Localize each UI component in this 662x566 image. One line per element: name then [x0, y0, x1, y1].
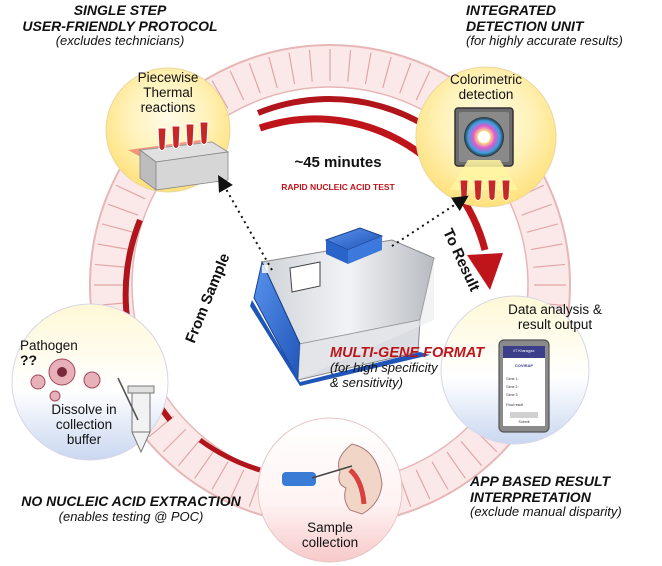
phone-row-1: Gene 1:	[506, 377, 518, 381]
pathogen-icon	[30, 358, 101, 402]
ring-tick	[101, 223, 134, 233]
ring-tick	[347, 49, 352, 82]
phone-button: Submit	[519, 420, 530, 424]
nasal-swab-icon	[282, 443, 383, 515]
phone-row-3: Gene 3:	[506, 393, 518, 397]
dissolve-label-3: buffer	[66, 432, 102, 448]
sample-label-2: collection	[301, 535, 359, 551]
feature-bottom-left-subtitle: (enables testing @ POC)	[58, 508, 204, 524]
heat-block-icon	[128, 121, 230, 191]
phone-result-label: Final result	[506, 403, 523, 407]
thermal-label-1: Piecewise	[137, 70, 199, 85]
ring-tick	[248, 63, 261, 94]
ring-tick	[288, 52, 296, 85]
ring-tick	[399, 63, 412, 94]
phone-brand: IIT Kharagpur	[513, 349, 535, 353]
ring-tick	[460, 440, 483, 467]
feature-middle-subtitle-2: & sensitivity)	[330, 374, 403, 390]
ring-tick	[431, 461, 449, 490]
dotted-arrow-left	[218, 175, 273, 271]
sample-label-1: Sample	[307, 520, 353, 535]
ring-tick	[415, 469, 431, 500]
phone-icon	[498, 339, 550, 433]
feature-top-left-title-1: SINGLE STEP	[73, 2, 167, 18]
ring-tick	[526, 223, 559, 233]
colorimetric-bubble	[415, 66, 557, 208]
phone-header: COVIRAP	[515, 363, 534, 368]
thermal-label-3: reactions	[140, 100, 196, 116]
ring-tick	[211, 80, 229, 109]
feature-bottom-left: NO NUCLEIC ACID EXTRACTION (enables test…	[0, 493, 262, 524]
dissolve-label-1: Dissolve in	[51, 402, 117, 417]
ring-tick	[177, 440, 200, 467]
feature-top-right-subtitle: (for highly accurate results)	[466, 33, 623, 49]
dotted-arrow-right	[391, 195, 469, 247]
detector-icon	[450, 107, 518, 201]
ring-tick	[533, 263, 566, 268]
thermal-bubble	[105, 67, 231, 193]
feature-bottom-right-subtitle: (exclude manual disparity)	[470, 504, 622, 520]
pathogen-question: ??	[20, 352, 38, 369]
ring-tick	[115, 184, 146, 200]
ring-tick	[97, 243, 130, 251]
ring-time-label: ~45 minutes	[294, 154, 381, 171]
feature-bottom-right: APP BASED RESULT INTERPRETATION (exclude…	[470, 473, 662, 520]
feature-top-right: INTEGRATED DETECTION UNIT (for highly ac…	[466, 2, 662, 49]
ring-tick	[211, 461, 229, 490]
feature-top-right-title-1: INTEGRATED	[466, 2, 556, 18]
ring-tick	[268, 56, 278, 89]
ring-tick	[162, 428, 187, 453]
collection-tube-icon	[117, 377, 155, 454]
ring-tick	[364, 52, 372, 85]
ring-tick	[94, 263, 127, 268]
data-analysis-label-2: result output	[517, 317, 593, 333]
ring-tick	[308, 49, 313, 82]
thermal-label: Piecewise Thermal reactions	[118, 70, 218, 115]
red-arc-segment-3	[198, 437, 261, 473]
data-analysis-label-1: Data analysis &	[508, 302, 602, 317]
sample-bubble	[257, 417, 403, 563]
data-bubble	[440, 295, 590, 445]
data-analysis-label: Data analysis & result output	[490, 302, 620, 332]
phone-row-2: Gene 2:	[506, 385, 518, 389]
ring-tick	[521, 203, 552, 216]
feature-top-left: SINGLE STEP USER-FRIENDLY PROTOCOL (excl…	[0, 2, 240, 49]
feature-top-right-title-2: DETECTION UNIT	[466, 17, 584, 34]
dissolve-label-2: collection	[55, 417, 113, 433]
feature-bottom-left-title: NO NUCLEIC ACID EXTRACTION	[21, 493, 241, 509]
ring-tick	[415, 70, 431, 101]
thermal-label-2: Thermal	[143, 85, 193, 101]
pathogen-label-text: Pathogen	[20, 338, 78, 353]
ring-tick	[229, 70, 245, 101]
ring-tick	[530, 243, 563, 251]
progress-arrowhead	[467, 253, 503, 290]
ring-tick	[446, 451, 466, 479]
feature-middle-subtitle-1: (for high specificity	[330, 360, 438, 376]
ring-tick	[108, 203, 139, 216]
colorimetric-label-2: detection	[458, 87, 514, 103]
colorimetric-label: Colorimetric detection	[436, 72, 536, 102]
feature-top-left-title-2: USER-FRIENDLY PROTOCOL	[22, 17, 218, 34]
feature-middle-title: MULTI-GENE FORMAT	[330, 345, 485, 361]
ring-test-name: RAPID NUCLEIC ACID TEST	[281, 182, 395, 192]
dissolve-label: Dissolve in collection buffer	[34, 402, 134, 447]
pathogen-label: Pathogen ??	[20, 338, 100, 369]
ring-tick	[382, 56, 392, 89]
colorimetric-label-1: Colorimetric	[449, 72, 522, 87]
pathogen-bubble	[11, 303, 169, 461]
feature-top-left-subtitle: (excludes technicians)	[55, 33, 185, 49]
device-image	[250, 227, 435, 386]
feature-bottom-right-title-1: APP BASED RESULT	[470, 473, 611, 489]
ring-tick	[229, 469, 245, 500]
ring-tick	[194, 451, 214, 479]
progress-arrow-arc	[258, 115, 489, 251]
feature-middle: MULTI-GENE FORMAT (for high specificity …	[330, 345, 500, 390]
sample-label: Sample collection	[280, 520, 380, 550]
feature-bottom-right-title-2: INTERPRETATION	[470, 488, 591, 505]
